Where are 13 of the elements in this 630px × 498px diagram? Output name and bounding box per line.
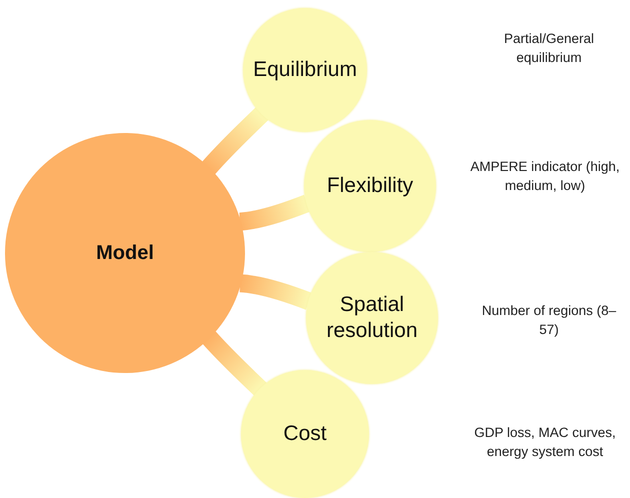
connector (239, 194, 311, 231)
connector (239, 274, 312, 310)
description-text: Number of regions (8–57) (480, 302, 618, 339)
description-text: Partial/General equilibrium (502, 30, 596, 67)
connector (202, 331, 267, 396)
node-label: Model (96, 240, 154, 266)
node-label: Equilibrium (253, 56, 357, 83)
connector (202, 107, 268, 174)
description-text: GDP loss, MAC curves, energy system cost (473, 424, 617, 461)
node-label: Flexibility (326, 172, 414, 199)
description-text: AMPERE indicator (high, medium, low) (470, 158, 620, 195)
node-label: Cost (283, 420, 327, 447)
node-label: Spatial resolution (325, 292, 419, 344)
